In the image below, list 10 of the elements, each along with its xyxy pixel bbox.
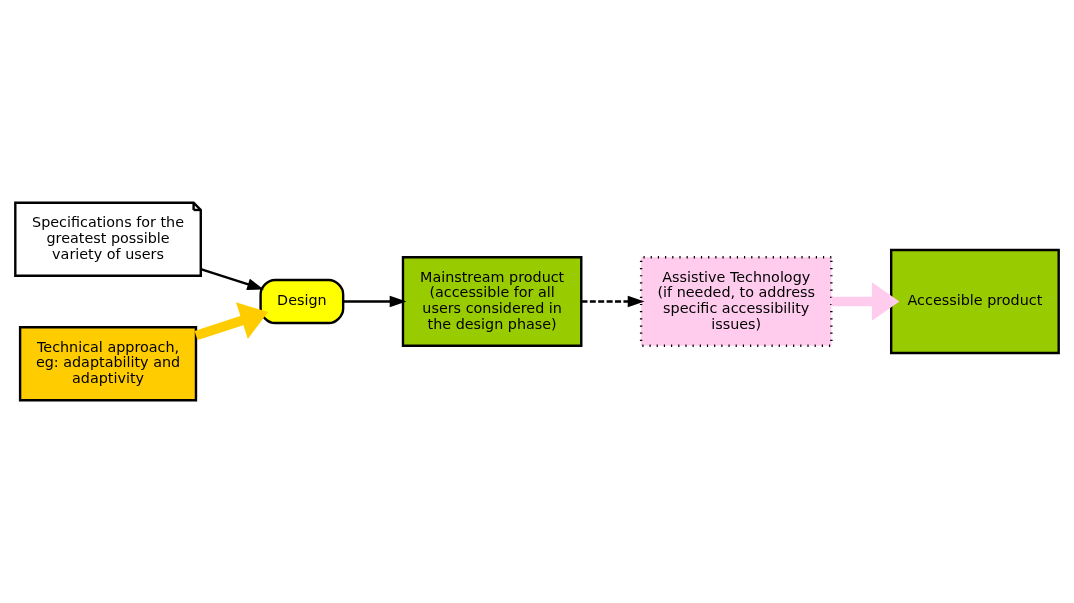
- node-box: Accessible product: [889, 248, 1060, 355]
- node-box: Technical approach, eg: adaptability and adaptivity: [18, 326, 198, 402]
- arrow: [194, 302, 269, 341]
- arrow: [581, 295, 645, 308]
- arrow: [200, 267, 264, 290]
- node-box: Mainstream product (accessible for all users considered in the design phase): [401, 256, 583, 347]
- node-box: Assistive Technology (if needed, to address specific accessibility issues): [639, 256, 833, 347]
- arrow: [343, 295, 407, 308]
- arrow: [831, 282, 900, 321]
- node-box: Design: [259, 278, 345, 325]
